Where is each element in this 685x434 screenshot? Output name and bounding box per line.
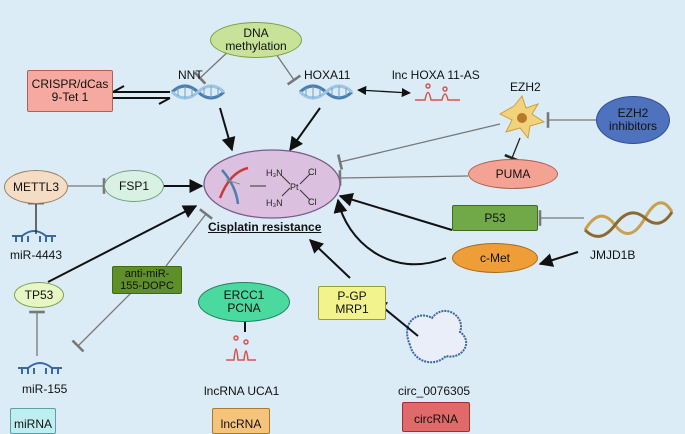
puma-node: PUMA [468, 159, 558, 189]
ezh2-cell-icon [498, 94, 546, 140]
lnc-hoxa11-as-label: lnc HOXA 11-AS [392, 68, 480, 82]
hoxa11-dna-icon [298, 84, 354, 100]
cisplatin-resistance-label: Cisplatin resistance [208, 220, 322, 234]
h3n-bottom-label: H₃N [266, 198, 283, 208]
lncrna-uca1-label: lncRNA UCA1 [204, 384, 280, 398]
lncrna-uca1-rna-icon [226, 335, 256, 361]
cisplatin-molecule [250, 173, 311, 201]
mir-155-hairpin-icon [18, 362, 62, 374]
ezh2-label: EZH2 [510, 80, 541, 94]
legend-mirna: miRNA [10, 408, 56, 434]
lnc-hoxa11-as-rna-icon [415, 83, 460, 101]
ercc1-pcna-node: ERCC1 PCNA [198, 282, 290, 322]
crispr-dcas9-tet1-node: CRISPR/dCas 9-Tet 1 [27, 70, 113, 112]
jmjd1b-label: JMJD1B [590, 248, 636, 262]
nnt-dna-icon [170, 84, 226, 100]
nnt-label: NNT [178, 68, 203, 82]
ezh2-inhibitors-node: EZH2 inhibitors [596, 96, 670, 144]
tp53-node: TP53 [14, 282, 64, 308]
p53-node: P53 [452, 205, 538, 231]
fsp1-node: FSP1 [104, 170, 164, 202]
legend-circrna: circRNA [402, 402, 470, 432]
cl-top-label: Cl [308, 167, 317, 177]
dna-methylation-node: DNA methylation [210, 22, 302, 58]
p-gp-mrp1-node: P-GP MRP1 [318, 286, 386, 320]
anti-mir-155-dopc-node: anti-miR-155-DOPC [112, 266, 182, 294]
cl-bottom-label: Cl [308, 197, 317, 207]
circ-0076305-label: circ_0076305 [398, 384, 471, 398]
legend-lncrna: lncRNA [212, 408, 270, 434]
c-met-node: c-Met [452, 243, 538, 273]
mir-4443-hairpin-icon [12, 230, 56, 242]
mir-155-label: miR-155 [22, 382, 68, 396]
h3n-top-label: H₃N [266, 168, 283, 178]
hoxa11-label: HOXA11 [304, 68, 351, 82]
jmjd1b-helix-icon [583, 201, 674, 238]
pt-label: Pt [290, 182, 299, 192]
dna-strand-icon [218, 166, 249, 205]
connectors [28, 47, 598, 356]
mir-4443-label: miR-4443 [10, 248, 63, 262]
mettl3-node: METTL3 [4, 170, 68, 204]
circrna-loop-icon [406, 310, 467, 364]
